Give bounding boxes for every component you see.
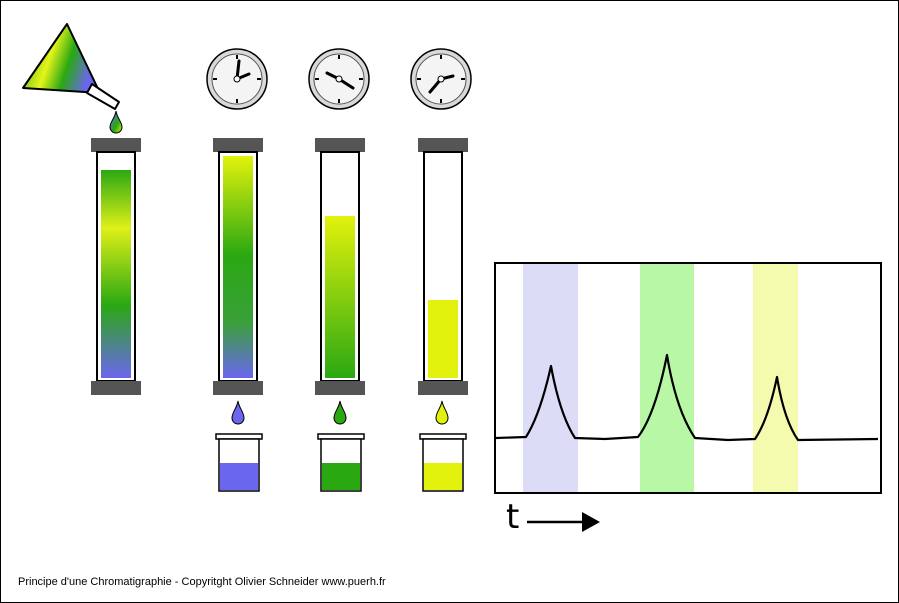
chromatogram xyxy=(494,262,882,494)
drop-icon xyxy=(435,400,449,425)
beaker-icon xyxy=(317,433,365,492)
beaker-icon xyxy=(215,433,263,492)
drop-icon xyxy=(231,400,245,425)
clock-icon xyxy=(206,48,268,110)
arrow-right-icon xyxy=(527,512,600,532)
column-step-2 xyxy=(315,138,365,395)
funnel-icon xyxy=(22,23,120,110)
clock-icon xyxy=(410,48,472,110)
column-step-1 xyxy=(213,138,263,395)
column-loaded xyxy=(91,138,141,395)
beaker-icon xyxy=(419,433,467,492)
time-axis-label: t xyxy=(506,497,520,537)
figure-caption: Principe d'une Chromatigraphie - Copyrit… xyxy=(18,576,386,588)
clock-icon xyxy=(308,48,370,110)
drop-icon xyxy=(333,400,347,425)
band-yellow xyxy=(753,264,798,492)
band-green xyxy=(640,264,694,492)
band-blue xyxy=(523,264,578,492)
chromatogram-trace xyxy=(495,353,879,442)
column-step-3 xyxy=(418,138,468,395)
drop-icon xyxy=(109,110,123,134)
